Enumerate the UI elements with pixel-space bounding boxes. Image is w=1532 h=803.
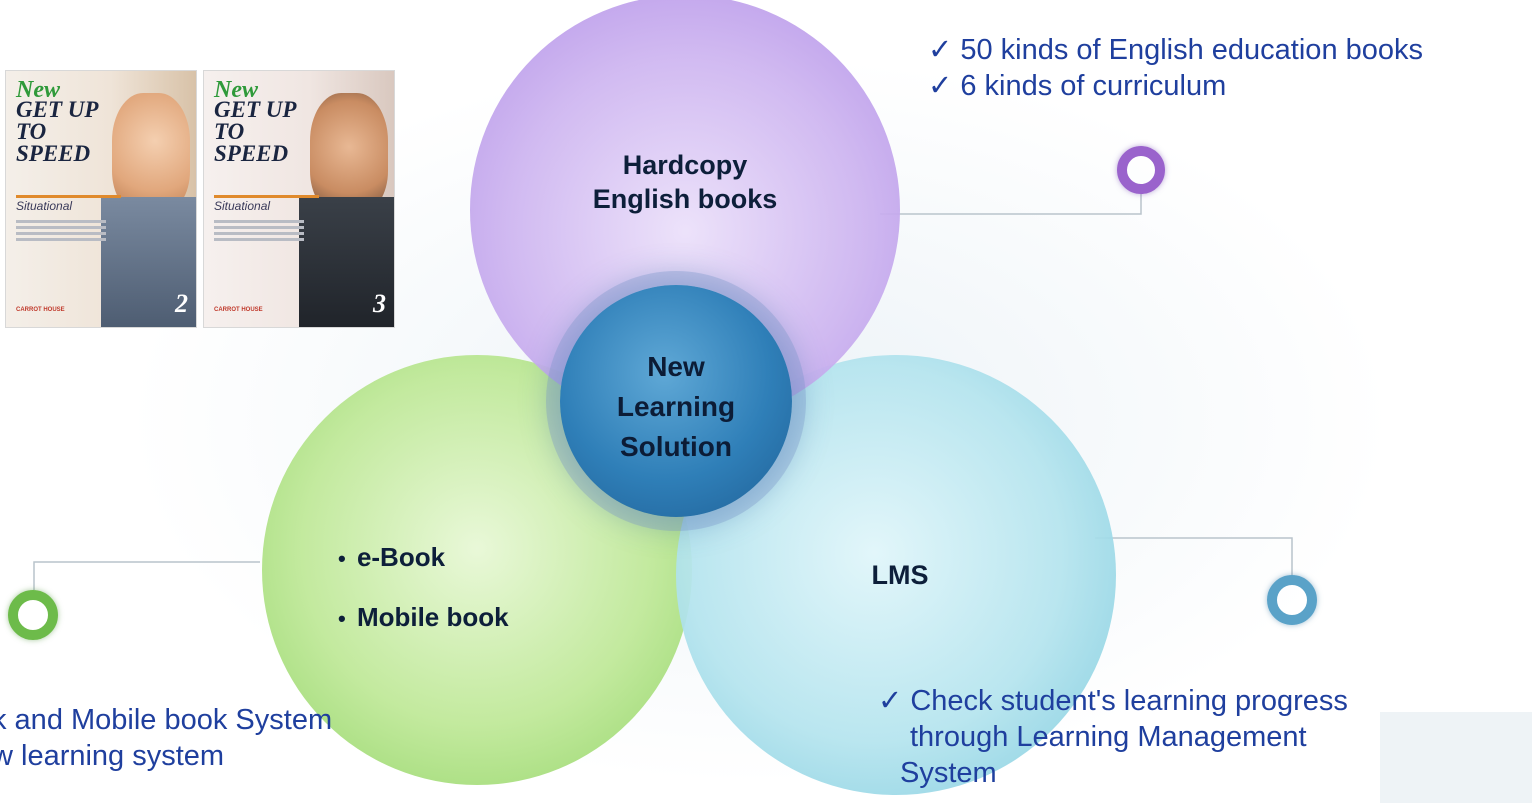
connector-top [880,194,1142,215]
list-item: • e-Book [338,542,446,572]
ring-icon [8,590,58,640]
ebook-notes: k and Mobile book System w learning syst… [0,704,333,772]
lms-notes: ✓Check student's learning progress throu… [878,685,1348,789]
checkmark-icon: ✓ [878,685,903,717]
cover-photo [310,93,388,213]
book-cover-3: New GET UP TO SPEED Situational CARROT H… [203,70,395,328]
book-brand: New [214,77,258,103]
ring-icon [1117,146,1165,194]
book-cover-2: New GET UP TO SPEED Situational CARROT H… [5,70,197,328]
connector-right [1095,537,1293,575]
list-item: • Mobile book [338,602,509,632]
book-publisher: CARROT HOUSE [214,307,263,313]
book-number: 2 [175,289,188,318]
checkmark-icon: ✓ [928,70,953,102]
book-brand: New [16,77,60,103]
cover-photo [112,93,190,213]
book-publisher: CARROT HOUSE [16,307,65,313]
hardcopy-notes: ✓50 kinds of English education books ✓6 … [928,34,1424,102]
hardcopy-label: Hardcopy English books [592,150,778,214]
center-label: New Learning Solution [616,351,736,462]
book-subtitle: Situational [16,199,73,213]
checkmark-icon: ✓ [928,34,953,66]
connector-left [33,561,260,590]
new-learning-solution-circle [560,285,792,517]
corner-panel [1380,712,1532,803]
lms-label: LMS [871,560,929,590]
book-subtitle: Situational [214,199,271,213]
ebook-list: • e-Book • Mobile book [338,528,509,648]
ring-icon [1267,575,1317,625]
book-title: GET UP TO SPEED [16,97,98,166]
book-number: 3 [373,289,386,318]
book-title: GET UP TO SPEED [214,97,296,166]
